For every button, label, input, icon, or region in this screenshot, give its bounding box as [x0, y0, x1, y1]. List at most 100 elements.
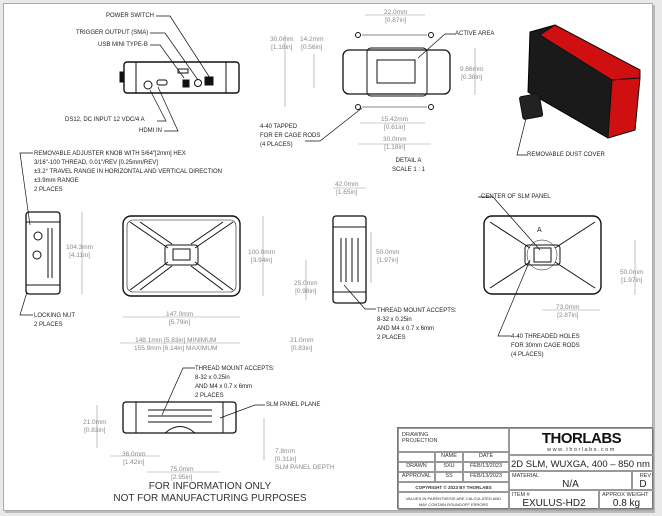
dim-75mm: 75.0mm[2.95in] [170, 466, 193, 482]
rounding-note: VALUES IN PARENTHESIS ARE CALCULATED AND… [398, 492, 509, 510]
iso-view [519, 24, 641, 139]
knob-line: ±3.9mm RANGE [34, 178, 79, 184]
knob-line: 3/16"-100 THREAD, 0.01"/REV [0.25mm/REV] [34, 160, 158, 166]
dim-15-42mm: 15.42mm[0.61in] [381, 116, 408, 132]
callout-dc-input: DS12, DC INPUT 12 VDC/4 A [65, 117, 145, 123]
copyright: COPYRIGHT © 2023 BY THORLABS [398, 482, 509, 492]
bottom-view [122, 401, 237, 434]
dim-value: 7.8mm [275, 448, 295, 455]
callout-center-slm: CENTER OF SLM PANEL [481, 194, 551, 200]
dim-inch: [1.42in] [123, 459, 145, 466]
callout-hdmi: HDMI IN [139, 128, 162, 134]
drawing-title: 2D SLM, WUXGA, 400 – 850 nm [509, 455, 654, 471]
website: www.thorlabs.com [547, 447, 616, 453]
callout-power-switch: POWER SWITCH [106, 13, 154, 19]
rev-label: REV [639, 473, 651, 479]
dim-inch: [2.87in] [557, 312, 579, 319]
thread-line: 8-32 x 0.25in [377, 317, 412, 323]
dim-30mm-width: 30.0mm[1.18in] [383, 136, 406, 152]
callout-active-area: ACTIVE AREA [455, 31, 495, 37]
dim-inch: [0.83in] [291, 345, 313, 352]
dim-value: 104.3mm [66, 244, 94, 251]
thread-line: THREAD MOUNT ACCEPTS: [377, 308, 457, 314]
dim-value: 147.0mm [166, 311, 194, 318]
material-label: MATERIAL [512, 473, 540, 479]
dim-value: 15.42mm [381, 116, 409, 123]
dim-inch: [0.98in] [295, 288, 317, 295]
dimension-lines [81, 14, 636, 473]
approval-label: APPROVAL [398, 472, 435, 482]
dim-value: 9.66mm [460, 66, 484, 73]
dim-value: 21.0mm [290, 337, 314, 344]
dim-9-66mm: 9.66mm[0.38in] [460, 66, 483, 82]
dim-50mm-back: 50.0mm[1.97in] [620, 269, 643, 285]
dim-30mm-height: 30.0mm[1.18in] [270, 36, 293, 52]
drawn-name: SXU [435, 462, 463, 472]
dim-value: 36.0mm [122, 451, 146, 458]
dim-inch: [4.11in] [69, 252, 90, 259]
dim-value: 148.1mm [5.83in] MINIMUM [135, 337, 217, 344]
detail-title: DETAIL A [395, 158, 422, 164]
locking-nut-line: 2 PLACES [34, 322, 63, 328]
dim-value: 155.9mm [6.14in] MAXIMUM [134, 345, 218, 352]
dim-value: 30.0mm [383, 136, 407, 143]
weight-label: APPROX WEIGHT [602, 492, 649, 498]
dim-inch: [3.94in] [250, 257, 273, 264]
dim-7-8mm: 7.8mm[0.31in]SLM PANEL DEPTH [275, 448, 335, 472]
dim-inch: [0.83in] [84, 427, 106, 434]
tapped-line: (4 PLACES) [260, 142, 293, 148]
dim-inch: [1.18in] [384, 144, 406, 151]
dim-inch: [1.97in] [377, 257, 399, 264]
col-date: DATE [463, 452, 509, 462]
weight-cell: APPROX WEIGHT 0.8 kg [599, 490, 654, 510]
thread-line: AND M4 x 0.7 x 6mm [195, 384, 253, 390]
end-view-top [119, 61, 240, 94]
dim-value: 25.0mm [294, 280, 318, 287]
callout-leaders [19, 15, 541, 419]
dim-inch: [1.18in] [271, 44, 293, 51]
weight-value: 0.8 kg [612, 498, 641, 509]
projection-cell: DRAWING PROJECTION [398, 428, 509, 452]
dim-value: 100.0mm [248, 249, 276, 256]
detail-marker: A [537, 227, 542, 234]
dim-inch: [5.79in] [168, 319, 191, 326]
dim-inch: [2.95in] [171, 474, 193, 481]
dim-value: 30.0mm [270, 36, 294, 43]
thread-line: 2 PLACES [377, 335, 406, 341]
dim-22mm: 22.0mm[0.87in] [384, 9, 407, 25]
dim-value: 75.0mm [170, 466, 194, 473]
blank-cell [398, 452, 435, 462]
logo-cell: THORLABS www.thorlabs.com [509, 428, 654, 455]
holes-line: 4-40 THREADED HOLES [511, 334, 580, 340]
dim-inch: [1.65in] [336, 189, 358, 196]
dim-value: 42.0mm [335, 181, 359, 188]
callout-slm-plane: SLM PANEL PLANE [266, 402, 321, 408]
dim-value: 50.0mm [620, 269, 644, 276]
title-block: DRAWING PROJECTION NAME DATE DRAWN SXU F… [397, 427, 654, 510]
thorlabs-logo: THORLABS [541, 430, 622, 447]
dim-100mm: 100.0mm[3.94in] [248, 249, 275, 265]
item-label: ITEM # [512, 492, 530, 498]
dim-value: 22.0mm [384, 9, 408, 16]
thread-line: 8-32 x 0.25in [195, 375, 230, 381]
dim-inch: [0.31in] [275, 456, 297, 463]
front-view [122, 215, 241, 297]
dim-104mm: 104.3mm[4.11in] [66, 244, 93, 260]
dim-inch: [0.61in] [383, 124, 406, 131]
dim-inch: [1.97in] [621, 277, 643, 284]
dim-value: 73.0mm [556, 304, 580, 311]
knob-line: REMOVABLE ADJUSTER KNOB WITH 5/64"[2mm] … [34, 151, 186, 157]
disclaimer-line-2: NOT FOR MANUFACTURING PURPOSES [113, 493, 307, 504]
material-cell: MATERIAL N/A [509, 471, 632, 490]
tapped-line: FOR ER CAGE RODS [260, 133, 321, 139]
col-name: NAME [435, 452, 463, 462]
callout-trigger-output: TRIGGER OUTPUT (SMA) [76, 30, 149, 36]
back-view [483, 215, 602, 295]
